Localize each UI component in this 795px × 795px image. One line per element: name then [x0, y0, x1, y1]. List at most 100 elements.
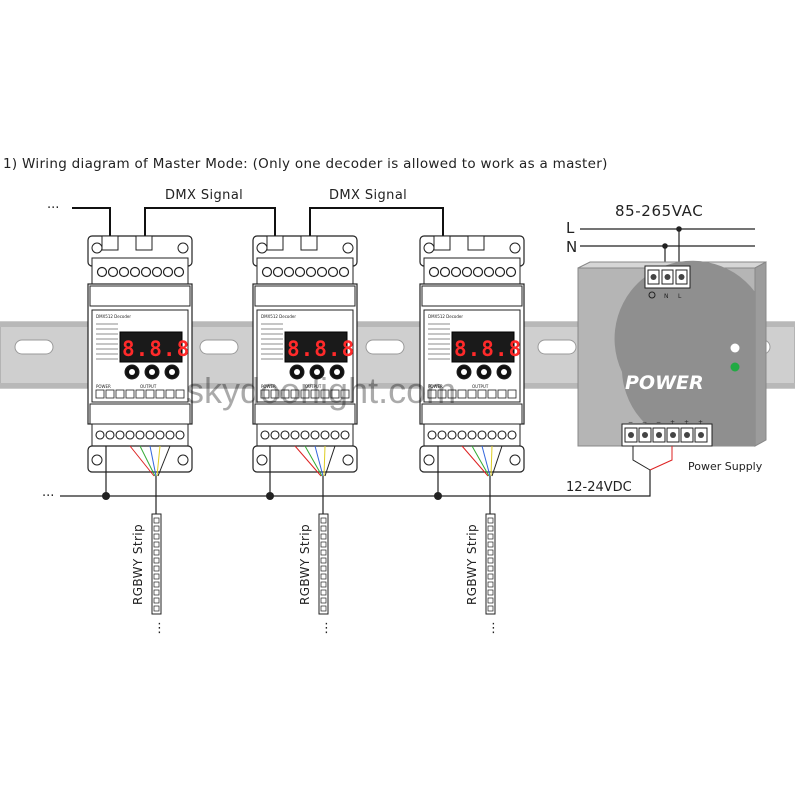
button-cap-icon [314, 369, 320, 375]
led-chip [487, 565, 494, 572]
output-wire [156, 445, 161, 477]
led-chip [320, 533, 327, 540]
led-chip [320, 589, 327, 596]
led-chip [153, 565, 160, 572]
mount-hole-icon [509, 454, 521, 466]
led-chip [487, 581, 494, 588]
output-marker [437, 389, 447, 399]
output-wire [491, 445, 503, 477]
terminal-screw [290, 430, 300, 440]
led-chip [153, 589, 160, 596]
mount-hole-icon [423, 242, 435, 254]
output-marker [280, 389, 290, 399]
terminal-screw [260, 430, 270, 440]
output-marker [477, 389, 487, 399]
terminal-screw [280, 430, 290, 440]
ac-line-n-label: N [566, 238, 577, 256]
strip-label: RGBWY Strip [131, 524, 145, 605]
led-chip [487, 541, 494, 548]
output-wire [324, 445, 336, 477]
led-chip [153, 541, 160, 548]
terminal-screw [477, 430, 487, 440]
led-strip-3: RGBWY Strip⋮ [465, 513, 500, 636]
led-chip [153, 549, 160, 556]
output-marker [487, 389, 497, 399]
output-marker [457, 389, 467, 399]
terminal-screw [494, 266, 506, 278]
led-display-digits: 8.8.8 [454, 337, 522, 361]
decoder-upper-panel [89, 285, 191, 307]
decoder-foot [252, 445, 358, 473]
led-chip [487, 533, 494, 540]
psu-led-green [730, 362, 740, 372]
ground-symbol [648, 291, 656, 299]
button-cap-icon [501, 369, 507, 375]
mount-hole-icon [91, 242, 103, 254]
terminal-screw [261, 266, 273, 278]
button-cap-icon [481, 369, 487, 375]
output-marker [145, 389, 155, 399]
dc-out-plus-1: + [670, 419, 675, 426]
led-chip [320, 541, 327, 548]
mount-hole-icon [256, 242, 268, 254]
dc-out-minus-3: − [656, 419, 661, 426]
terminal-screw [115, 430, 125, 440]
decoder-lower-panel [89, 403, 191, 425]
output-wire [129, 445, 155, 477]
button-cap-icon [334, 369, 340, 375]
terminal-screw [483, 266, 495, 278]
psu-dc-wires [60, 446, 673, 497]
mount-hole-icon [177, 242, 189, 254]
terminal-screw [340, 430, 350, 440]
mount-hole-icon [177, 454, 189, 466]
led-chip [320, 605, 327, 612]
led-chip [320, 565, 327, 572]
mount-hole-icon [91, 454, 103, 466]
decoder-heading: DMX512 Decoder [428, 314, 463, 319]
terminal-screw [437, 430, 447, 440]
led-chip [487, 517, 494, 524]
dc-continuation: ··· [42, 489, 54, 504]
decoder-heading: DMX512 Decoder [96, 314, 131, 319]
ac-terminal-l: L [678, 293, 682, 300]
led-chip [320, 549, 327, 556]
output-wire [304, 445, 323, 477]
junction-dot [434, 492, 442, 500]
output-marker [427, 389, 437, 399]
terminal-screw [439, 266, 451, 278]
mount-hole-icon [509, 242, 521, 254]
terminal-screw [145, 430, 155, 440]
output-marker [340, 389, 350, 399]
output-label: OUTPUT [140, 384, 157, 389]
led-display [451, 331, 515, 363]
dmx-signal-label-2: DMX Signal [329, 188, 407, 203]
terminal-screw [507, 430, 517, 440]
terminal-screw [151, 266, 163, 278]
terminal-screw [118, 266, 130, 278]
dc-voltage-label: 12-24VDC [566, 480, 632, 495]
terminal-screw [497, 430, 507, 440]
terminal-screw [107, 266, 119, 278]
led-chip [320, 573, 327, 580]
junction-dot [102, 492, 110, 500]
dc-out-plus-3: + [698, 419, 703, 426]
output-marker [270, 389, 280, 399]
output-marker [310, 389, 320, 399]
output-marker [105, 389, 115, 399]
output-wire [139, 445, 156, 477]
terminal-screw [428, 266, 440, 278]
terminal-screw [294, 266, 306, 278]
led-chip [487, 573, 494, 580]
button-cap-icon [129, 369, 135, 375]
led-chip [320, 597, 327, 604]
button-cap-icon [169, 369, 175, 375]
led-chip [487, 597, 494, 604]
button-cap-icon [461, 369, 467, 375]
dmx-out-connector [135, 235, 153, 251]
led-chip [153, 557, 160, 564]
dmx-signal-label-1: DMX Signal [165, 188, 243, 203]
output-wire [323, 445, 326, 477]
ac-line-l-label: L [566, 219, 575, 237]
terminal-screw [505, 266, 517, 278]
